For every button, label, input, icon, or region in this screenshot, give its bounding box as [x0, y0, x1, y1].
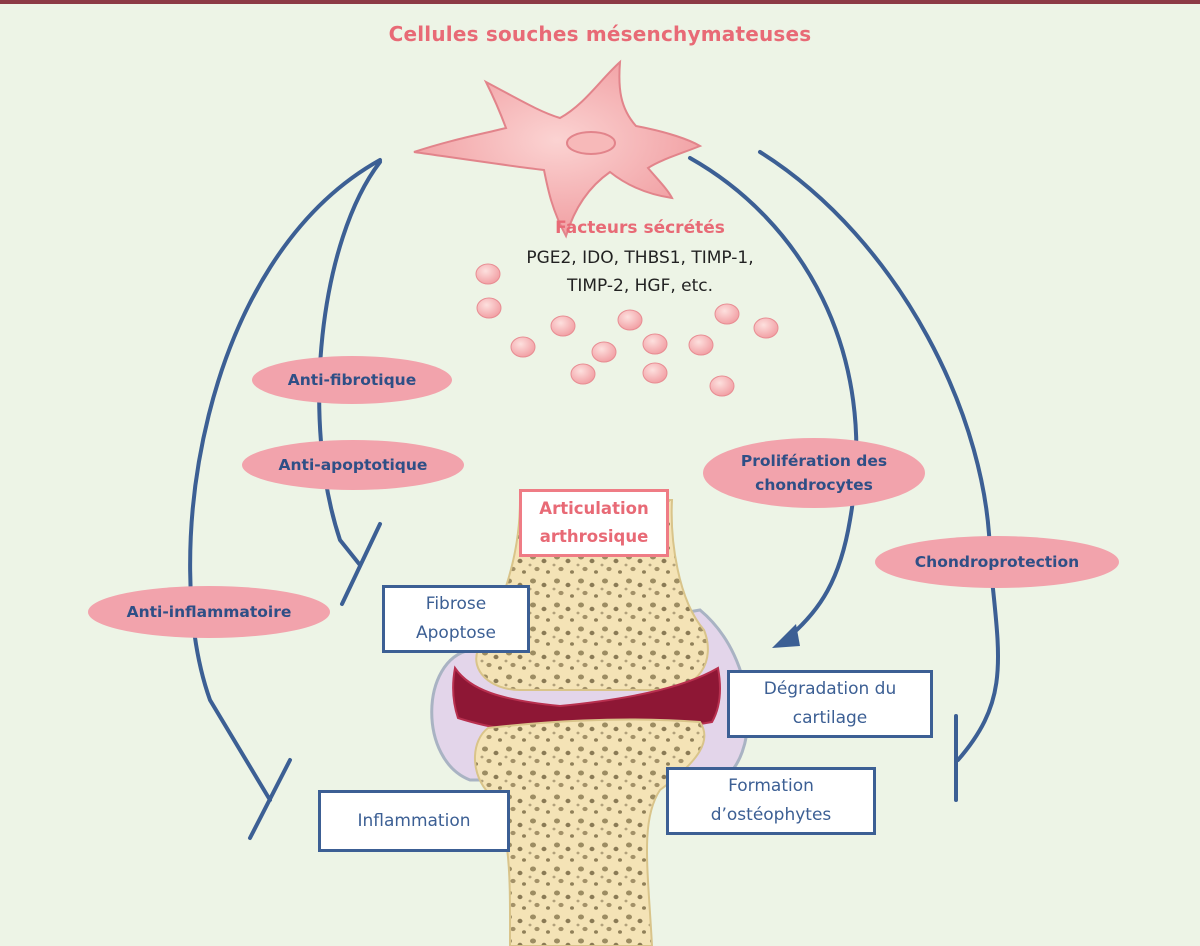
target-apoptose-label: Apoptose — [416, 623, 496, 643]
joint-title-line1: Articulation — [539, 499, 649, 518]
secreted-factors-line2: TIMP-2, HGF, etc. — [566, 276, 714, 296]
anti-inflammatoire-inhibition-bar — [248, 758, 292, 840]
effect-anti-fibrotique: Anti-fibrotique — [252, 356, 452, 404]
anti-fibrotique-inhibition-bar — [340, 522, 382, 606]
anti-fibrotique-line — [317, 160, 382, 567]
proliferation-arrow-line — [688, 156, 859, 638]
effect-chondroprotection: Chondroprotection — [875, 536, 1119, 588]
effect-anti-inflammatoire: Anti-inflammatoire — [88, 586, 330, 638]
target-osteophytes-line1: Formation — [728, 776, 814, 796]
secreted-factors — [475, 263, 779, 397]
target-inflammation-box: Inflammation — [318, 790, 510, 852]
target-degradation-line2: cartilage — [792, 708, 868, 728]
target-inflammation-label: Inflammation — [357, 810, 471, 831]
target-fibrose-label: Fibrose — [425, 594, 487, 614]
chondroprotection-line — [758, 150, 1001, 762]
secreted-factors-line1: PGE2, IDO, THBS1, TIMP-1, — [526, 248, 754, 268]
secreted-factors-list: PGE2, IDO, THBS1, TIMP-1, TIMP-2, HGF, e… — [450, 244, 830, 300]
joint-title-box: Articulation arthrosique — [519, 489, 669, 557]
effect-chondroprotection-label: Chondroprotection — [914, 553, 1080, 571]
target-degradation-box: Dégradation du cartilage — [727, 670, 933, 738]
cell-nucleus — [566, 131, 616, 155]
joint-illustration — [430, 499, 750, 946]
secreted-factors-title: Facteurs sécrétés — [555, 218, 725, 238]
effect-proliferation-line1: Prolifération des — [740, 452, 888, 470]
target-osteophytes-box: Formation d’ostéophytes — [666, 767, 876, 835]
target-degradation-line1: Dégradation du — [763, 679, 897, 699]
joint-title-line2: arthrosique — [539, 527, 649, 546]
effect-proliferation-label: Prolifération des chondrocytes — [741, 449, 887, 497]
anti-inflammatoire-line — [188, 158, 382, 802]
target-fibrose-apoptose-box: Fibrose Apoptose — [382, 585, 530, 653]
cartilage-layer — [452, 665, 721, 733]
cell-body — [413, 59, 703, 239]
effect-anti-inflammatoire-label: Anti-inflammatoire — [126, 603, 292, 621]
diagram-title: Cellules souches mésenchymateuses — [388, 22, 812, 46]
top-border — [0, 0, 1200, 4]
target-osteophytes-line2: d’ostéophytes — [710, 805, 832, 825]
effect-anti-apoptotique: Anti-apoptotique — [242, 440, 464, 490]
effect-anti-fibrotique-label: Anti-fibrotique — [287, 371, 417, 389]
stem-cell-icon — [413, 59, 703, 239]
effect-proliferation-line2: chondrocytes — [755, 476, 873, 494]
effect-anti-apoptotique-label: Anti-apoptotique — [278, 456, 428, 474]
regulation-lines — [188, 150, 1001, 840]
effect-proliferation: Prolifération des chondrocytes — [703, 438, 925, 508]
proliferation-arrowhead — [772, 624, 800, 648]
